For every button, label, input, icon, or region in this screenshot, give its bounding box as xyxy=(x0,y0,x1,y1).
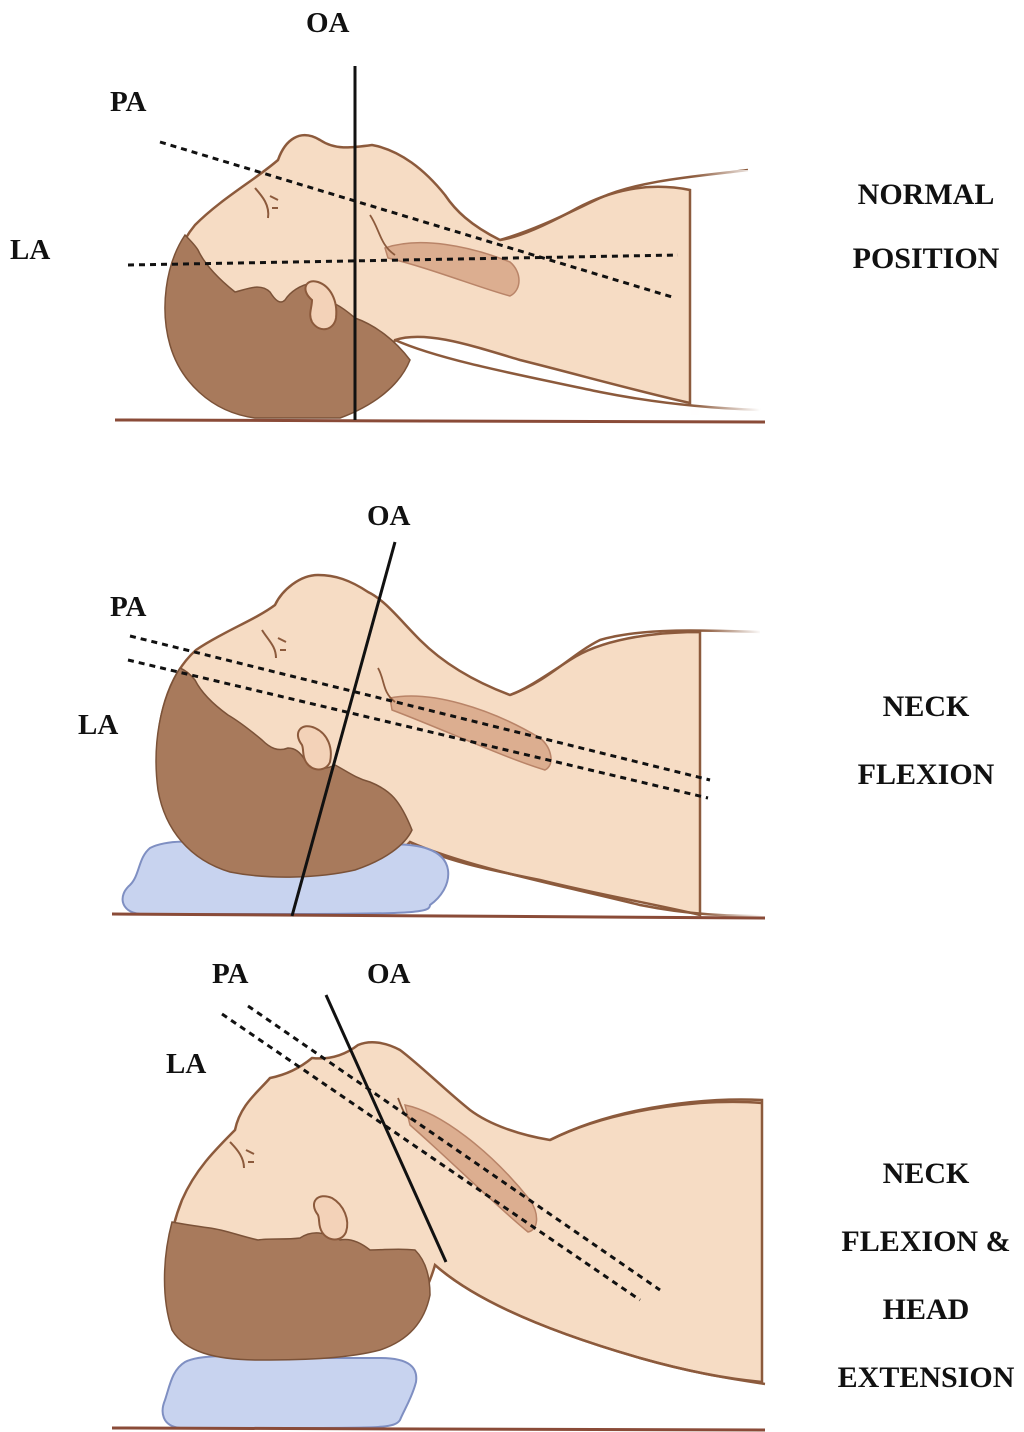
panel-neck-flexion xyxy=(112,542,765,918)
caption-normal-position: NORMAL POSITION xyxy=(836,178,1016,276)
la-label-neck-flexion: LA xyxy=(78,711,118,740)
table-line xyxy=(112,1428,765,1430)
pa-label-normal: PA xyxy=(110,88,147,117)
panel-normal-position xyxy=(115,66,765,422)
caption-neck-flexion: NECK FLEXION xyxy=(836,690,1016,792)
pa-label-flexion-extension: PA xyxy=(212,960,249,989)
body-fade xyxy=(690,170,760,415)
pillow xyxy=(163,1356,417,1428)
caption-line: POSITION xyxy=(836,242,1016,276)
table-line xyxy=(112,914,765,918)
caption-line: FLEXION & xyxy=(826,1225,1024,1293)
pa-label-neck-flexion: PA xyxy=(110,593,147,622)
caption-line: EXTENSION xyxy=(826,1361,1024,1395)
caption-line: HEAD xyxy=(826,1293,1024,1361)
caption-line: FLEXION xyxy=(836,758,1016,792)
panel-neck-flexion-head-extension xyxy=(112,995,765,1430)
oa-label-normal: OA xyxy=(306,9,350,38)
la-label-flexion-extension: LA xyxy=(166,1050,206,1079)
caption-flexion-extension: NECK FLEXION & HEAD EXTENSION xyxy=(826,1157,1024,1395)
oa-label-flexion-extension: OA xyxy=(367,960,411,989)
caption-line: NECK xyxy=(836,690,1016,758)
body-fade xyxy=(700,628,762,918)
table-line xyxy=(115,420,765,422)
caption-line: NECK xyxy=(826,1157,1024,1225)
oa-label-neck-flexion: OA xyxy=(367,502,411,531)
la-label-normal: LA xyxy=(10,236,50,265)
caption-line: NORMAL xyxy=(836,178,1016,242)
